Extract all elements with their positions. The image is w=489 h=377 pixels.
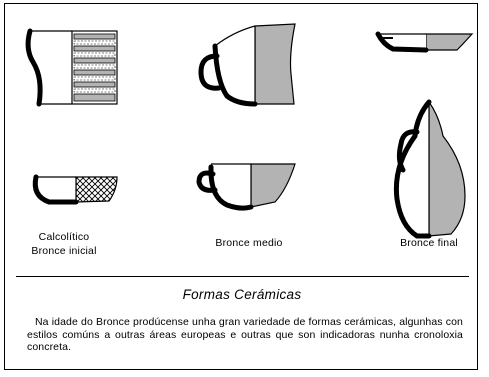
vessel-cup-handle (198, 23, 296, 107)
vessel-tall-jug (393, 99, 466, 239)
label-calcolitico: Calcolítico Bronce inicial (19, 230, 109, 258)
figure-frame: Calcolítico Bronce inicial Bronce medio … (4, 3, 478, 370)
label-bronce-final: Bronce final (400, 237, 458, 249)
vessel-calcolitico-tall (25, 28, 118, 107)
vessel-shallow-bowl (375, 31, 474, 53)
vessel-small-bowl-crosshatch (32, 174, 118, 205)
figure-divider (16, 276, 469, 277)
label-calcolitico-line2: Bronce inicial (31, 245, 97, 257)
caption-body: Na idade do Bronce prodúcense unha gran … (27, 316, 463, 353)
vessel-bowl-handle (196, 163, 296, 211)
pottery-illustrations (25, 23, 474, 239)
caption-title: Formas Cerámicas (182, 287, 302, 302)
label-calcolitico-line1: Calcolítico (38, 231, 90, 243)
label-bronce-medio: Bronce medio (215, 237, 283, 249)
